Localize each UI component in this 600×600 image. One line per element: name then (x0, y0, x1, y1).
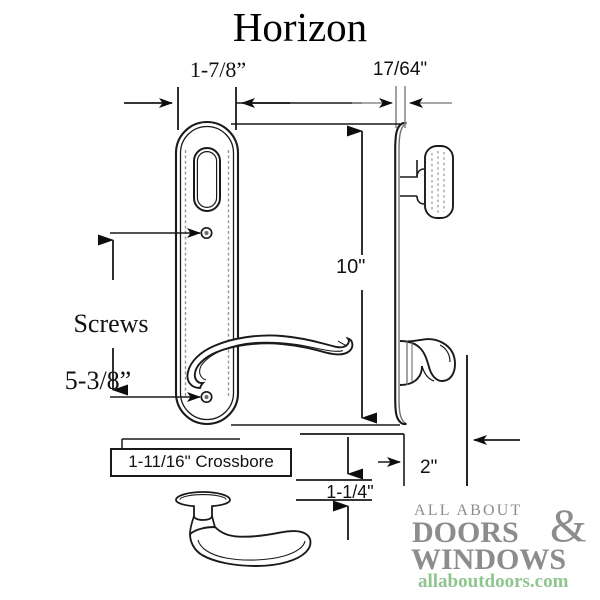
screw-hole-lower (200, 390, 213, 404)
thumbturn-knob-side (400, 145, 454, 219)
dimension-label-crossbore: 1-11/16" Crossbore (128, 452, 274, 471)
dimension-10-inch (231, 123, 400, 426)
logo-website-url: allaboutdoors.com (418, 571, 569, 592)
dimension-label-17-64: 17/64" (372, 59, 428, 80)
dimension-1-1-4 (296, 433, 404, 540)
crossbore-callout-box (110, 448, 292, 477)
company-logo: ALL ABOUT DOORS & WINDOWS allaboutdoors.… (408, 495, 598, 595)
dimension-crossbore-leader (121, 438, 240, 448)
logo-line-windows: WINDOWS (411, 543, 567, 576)
lever-handle-front (186, 334, 354, 389)
screw-hole-upper (200, 226, 213, 240)
page-title: Horizon (232, 4, 368, 50)
logo-line-all-about: ALL ABOUT (414, 502, 523, 519)
logo-line-doors: DOORS (412, 516, 519, 549)
dimension-label-1-1-4: 1-1/4" (326, 482, 374, 502)
dimension-label-1-7-8: 1-7/8” (189, 57, 247, 82)
screws-label-line2: 5-3/8” (64, 365, 132, 395)
lever-handle-detail-bottom (175, 491, 312, 567)
escutcheon-plate-side-view (394, 121, 407, 426)
dimension-1-7-8 (124, 87, 362, 130)
dimension-17-64 (352, 86, 452, 128)
lever-handle-side (399, 338, 456, 386)
dimension-label-2-inch: 2" (420, 457, 438, 478)
logo-ampersand: & (550, 500, 587, 552)
dimension-label-screws: Screws 5-3/8” (18, 283, 178, 449)
dimension-screws (98, 228, 201, 402)
dimension-2-inch (378, 355, 520, 486)
dimension-label-10-inch: 10" (336, 256, 366, 278)
thumbturn-opening (193, 147, 221, 212)
screws-label-line1: Screws (73, 309, 149, 339)
